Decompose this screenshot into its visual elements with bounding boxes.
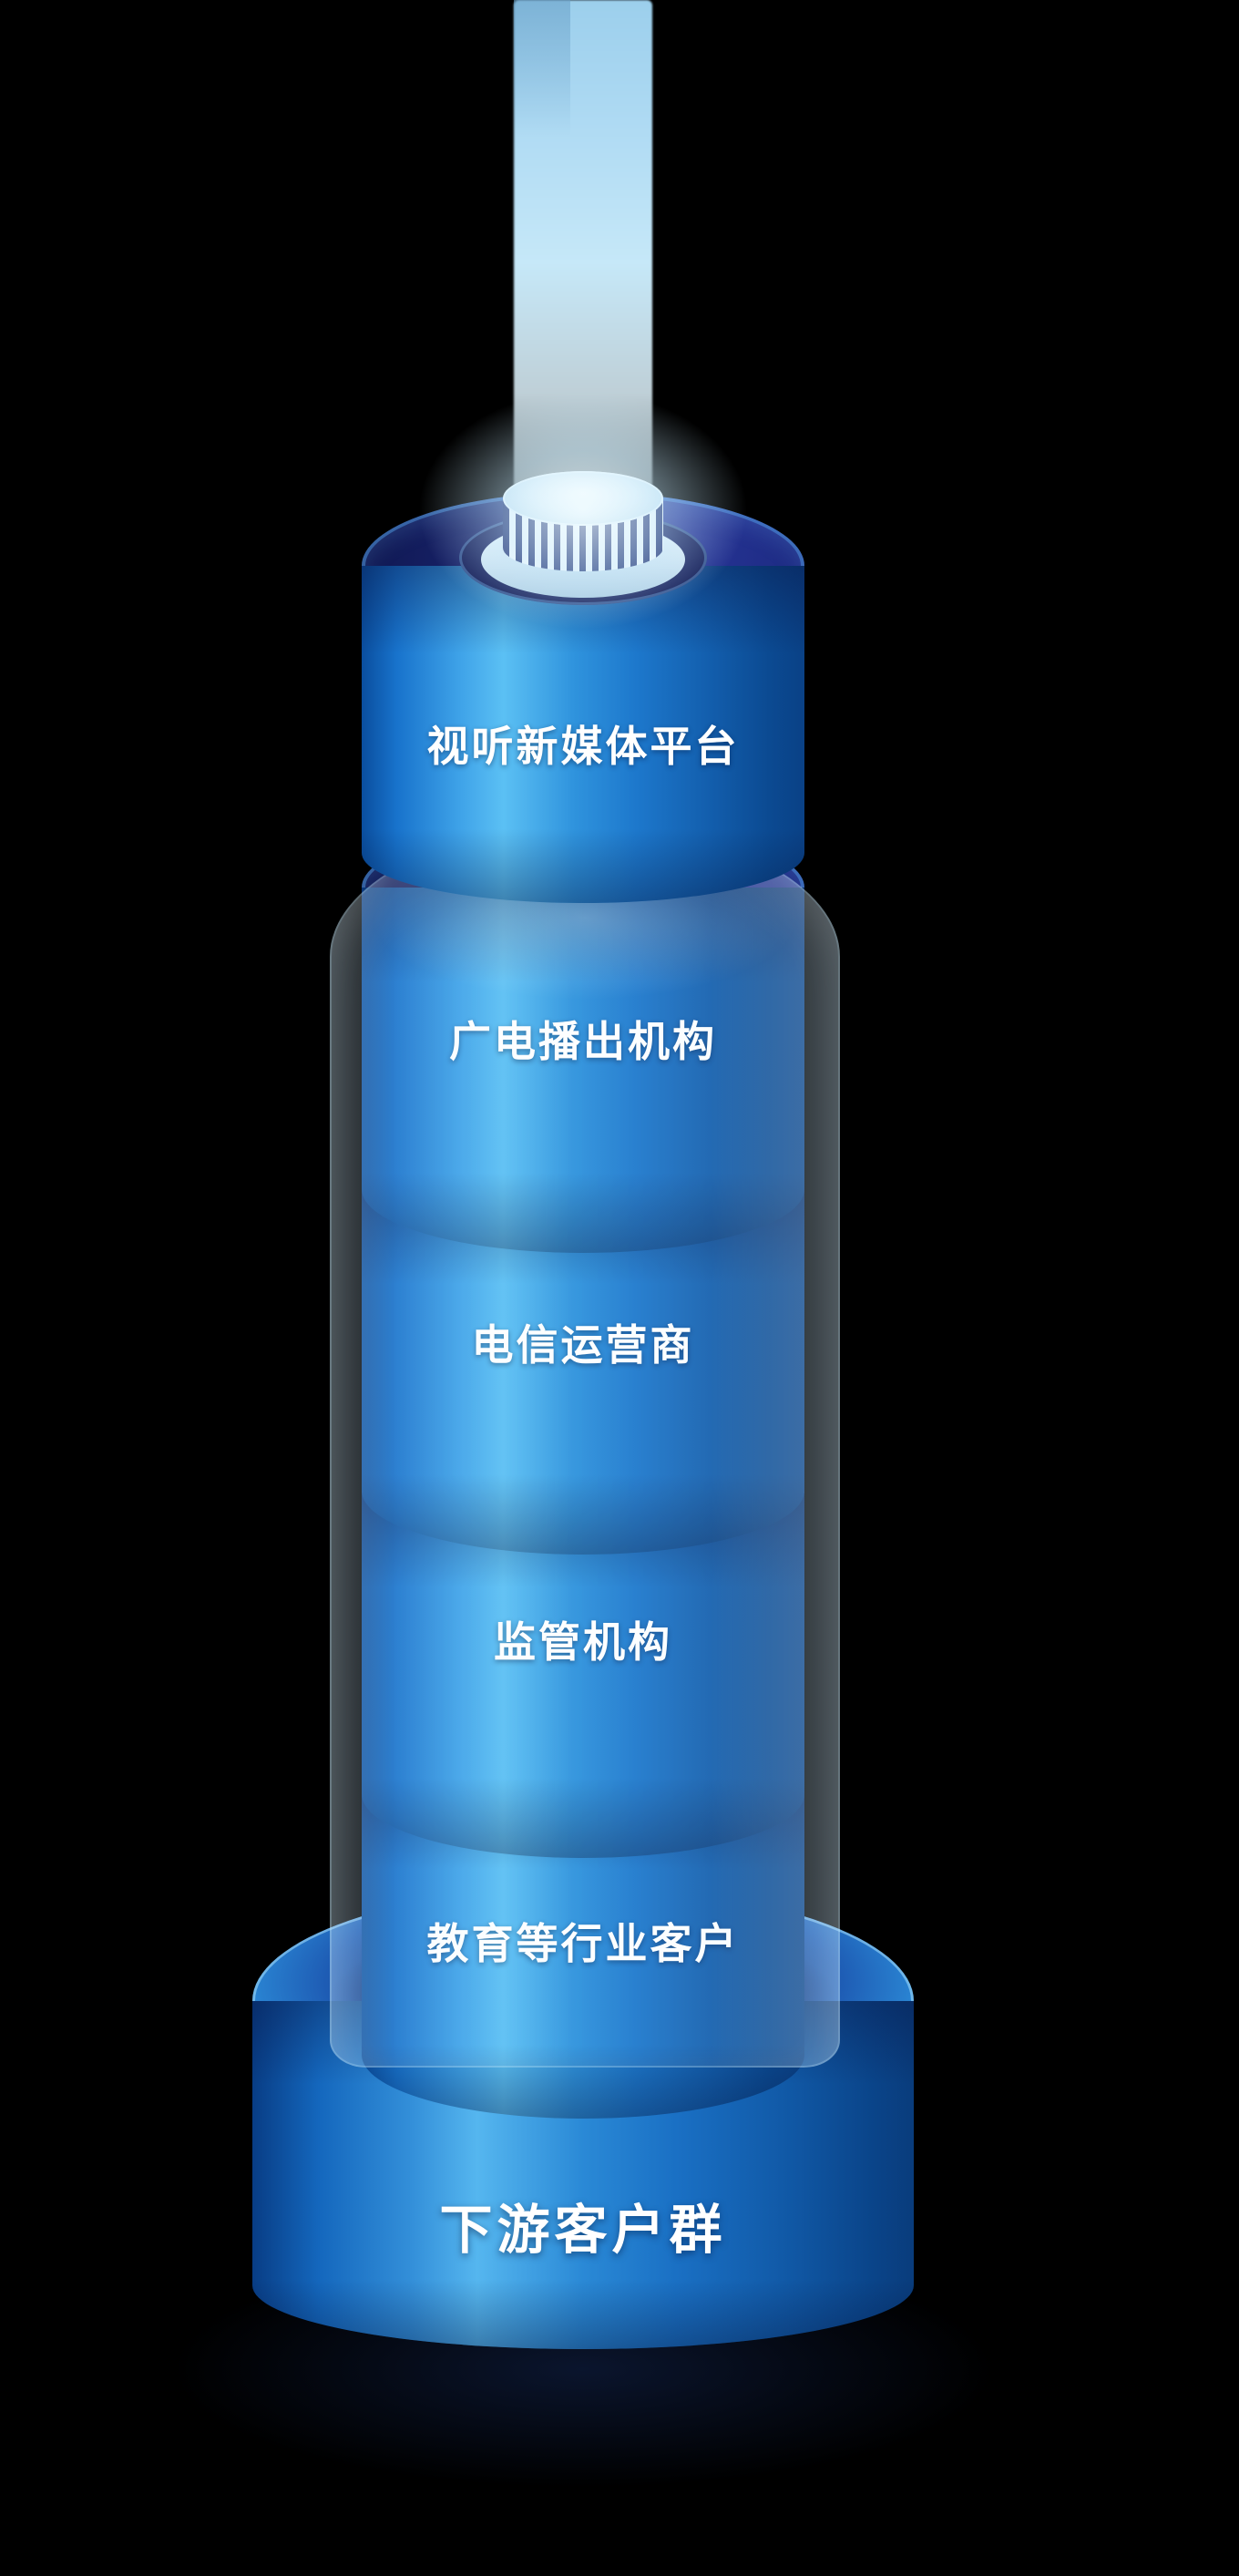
base-label: 下游客户群	[439, 2201, 727, 2260]
segment-cylinder-2: 广电播出机构	[362, 824, 804, 1298]
segment-3-label: 电信运营商	[471, 1321, 695, 1369]
segment-2-body	[362, 888, 804, 1253]
segment-cylinder-1: 视听新媒体平台	[362, 471, 804, 966]
segment-4-label: 监管机构	[494, 1618, 672, 1666]
segment-1-label: 视听新媒体平台	[426, 723, 740, 770]
light-beam-shade	[514, 0, 570, 137]
segment-5-label: 教育等行业客户	[426, 1920, 740, 1967]
cap-top-face	[503, 471, 663, 526]
segment-2-label: 广电播出机构	[449, 1018, 717, 1065]
